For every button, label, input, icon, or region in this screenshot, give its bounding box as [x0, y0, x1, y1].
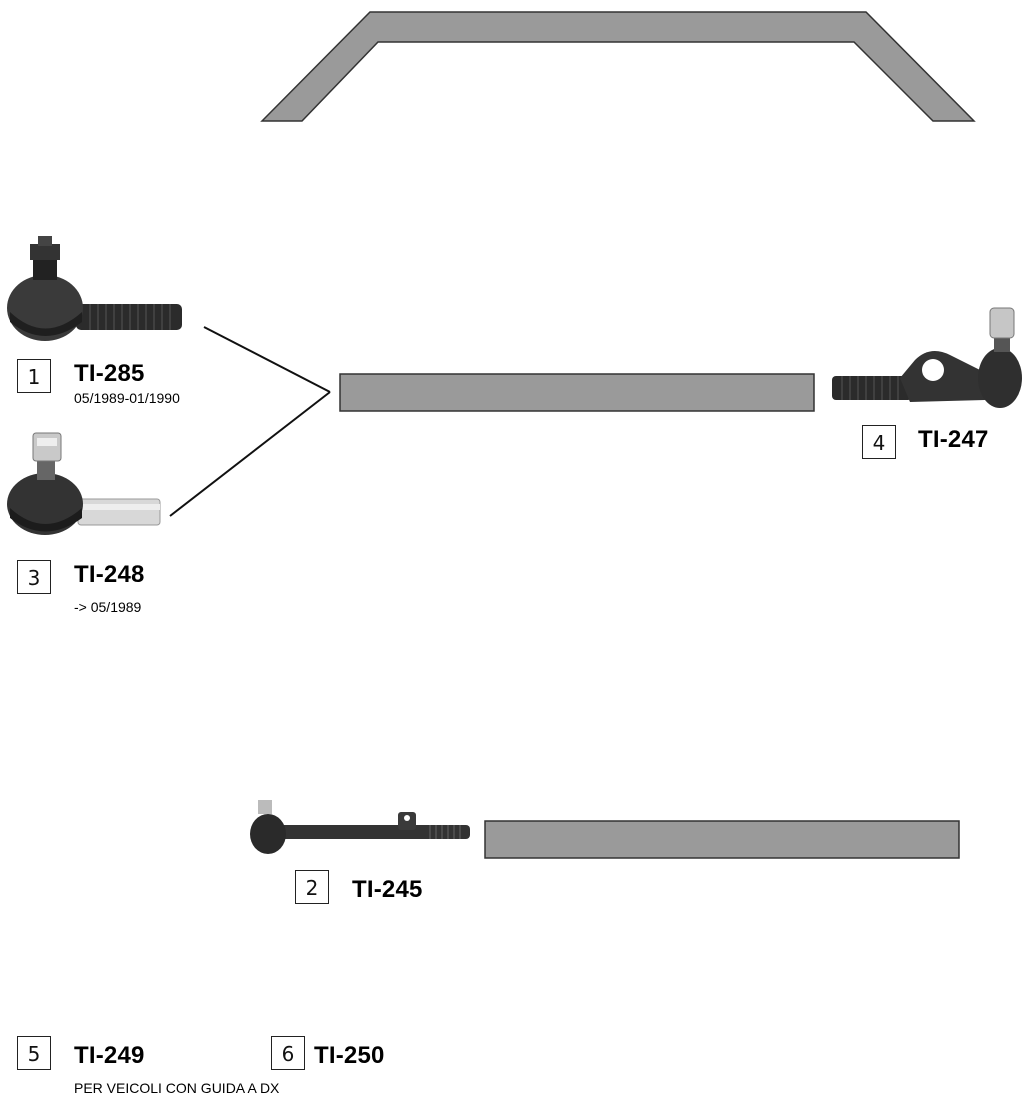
- tie-rod-bar-lower: [484, 820, 960, 859]
- tie-rod-bar-middle: [339, 373, 815, 412]
- part-number-box: 6: [271, 1036, 305, 1070]
- tie-rod-end-image-3: [7, 432, 161, 535]
- part-code: TI-285: [74, 360, 145, 387]
- part-code: TI-245: [352, 876, 423, 903]
- tie-rod-end-image-4: [832, 307, 1022, 408]
- part-number-box: 4: [862, 425, 896, 459]
- connector-line-1: [203, 326, 331, 393]
- part-date-range: 05/1989-01/1990: [74, 390, 180, 406]
- part-code: TI-248: [74, 561, 145, 588]
- tie-rod-end-image-2: [250, 800, 470, 854]
- part-number-box: 3: [17, 560, 51, 594]
- footnote: PER VEICOLI CON GUIDA A DX: [74, 1080, 280, 1096]
- connector-line-3: [169, 391, 331, 517]
- tie-rod-end-image-1: [7, 236, 182, 341]
- center-link-rod: [260, 11, 976, 122]
- part-number-box: 5: [17, 1036, 51, 1070]
- part-date-range: -> 05/1989: [74, 599, 142, 615]
- part-code: TI-250: [314, 1042, 385, 1069]
- part-code: TI-249: [74, 1042, 145, 1069]
- part-number-box: 2: [295, 870, 329, 904]
- part-number-box: 1: [17, 359, 51, 393]
- part-code: TI-247: [918, 426, 989, 453]
